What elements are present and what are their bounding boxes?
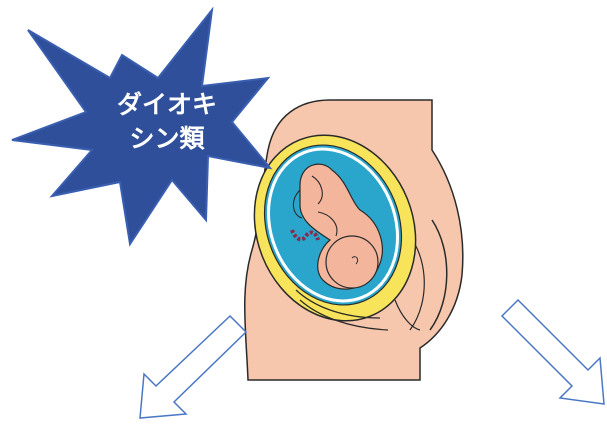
pregnant-body-cross-section xyxy=(227,100,463,380)
dioxin-label-line1: ダイオキ xyxy=(92,88,242,122)
arrow-down-left-icon xyxy=(140,316,246,418)
dioxin-label: ダイオキ シン類 xyxy=(92,88,242,156)
arrow-down-right-icon xyxy=(502,300,604,404)
dioxin-label-line2: シン類 xyxy=(92,122,242,156)
